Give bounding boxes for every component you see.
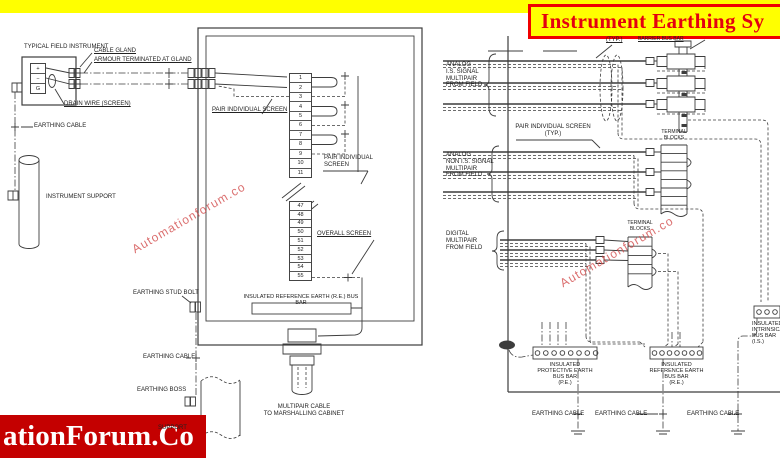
terminal-blocks-label: TERMINAL BLOCKS	[627, 220, 653, 232]
terminal-cell: 3	[290, 91, 311, 101]
earthing-boss-label: EARTHING BOSS	[137, 387, 187, 393]
earthing-cable-label: EARTHING CABLE	[687, 411, 740, 417]
multipair-cable-label: MULTIPAIR CABLE TO MARSHALLING CABINET	[263, 404, 345, 417]
terminal-cell: 52	[290, 244, 311, 254]
digital-label: DIGITAL MULTIPAIR FROM FIELD	[446, 231, 483, 251]
overall-screen-label: OVERALL SCREEN	[317, 231, 372, 237]
barrier-bus-bar-label: BARRIER BUS BAR	[638, 35, 684, 42]
instrument-terminal-strip: +−G	[30, 63, 46, 94]
terminal-blocks-label: TERMINAL BLOCKS	[661, 129, 687, 141]
terminal-cell: 51	[290, 236, 311, 245]
terminal-cell: 5	[290, 110, 311, 120]
terminal-cell: 7	[290, 129, 311, 139]
terminal-cell: 11	[290, 167, 311, 177]
pair-screen-right-label: PAIR INDIVIDUAL SCREEN	[324, 155, 373, 168]
earthing-cable-label: EARTHING CABLE	[595, 411, 648, 417]
support-label: SUPPORT	[158, 425, 187, 431]
terminal-cell: −	[31, 73, 45, 83]
earthing-cable-label: EARTHING CABLE	[532, 411, 585, 417]
terminal-cell: 6	[290, 120, 311, 129]
field-instrument-lines	[7, 52, 93, 249]
analog-is-label: ANALOG I.S. SIGNAL MULTIPAIR FROM FIELD	[446, 62, 483, 89]
terminal-cell: 55	[290, 271, 311, 280]
terminal-cell: 8	[290, 139, 311, 148]
pair-screen-typ-label: PAIR INDIVIDUAL SCREEN (TYP.)	[515, 124, 591, 137]
terminal-cell: 53	[290, 253, 311, 263]
terminal-cell: 47	[297, 202, 304, 209]
terminal-cell: G	[31, 83, 45, 93]
junction-box-lines	[181, 27, 423, 439]
pe-bus-bar-label: INSULATED PROTECTIVE EARTH BUS BAR (P.E.…	[537, 362, 593, 386]
terminal-cell: +	[36, 65, 40, 72]
terminal-cell: 9	[290, 148, 311, 158]
armour-terminated-label: ARMOUR TERMINATED AT GLAND	[94, 57, 192, 63]
page-title: Instrument Earthing Sy	[528, 4, 780, 39]
instrument-support-label: INSTRUMENT SUPPORT	[46, 194, 116, 200]
typ-label: (TYP.)	[606, 37, 623, 43]
re-bus-bar-label: INSULATED REFERENCE EARTH (R.E.) BUS BAR	[243, 294, 359, 306]
terminal-cell: 48	[290, 209, 311, 219]
analog-non-is-label: ANALOG NON I.S. SIGNAL MULTIPAIR FROM FI…	[446, 152, 494, 179]
terminal-cell: 50	[290, 227, 311, 236]
drain-wire-label: DRAIN WIRE (SCREEN)	[64, 101, 131, 107]
earthing-stud-bolt-label: EARTHING STUD BOLT	[133, 290, 199, 296]
re-bus-bar-label: INSULATED REFERENCE EARTH BUS BAR (R.E.)	[649, 362, 704, 386]
terminal-cell: 1	[298, 75, 303, 82]
cable-gland-label: CABLE GLAND	[94, 48, 137, 54]
earthing-cable-label: EARTHING CABLE	[143, 354, 196, 360]
terminal-cell: 4	[290, 101, 311, 110]
typical-field-instrument-label: TYPICAL FIELD INSTRUMENT	[24, 44, 109, 50]
terminal-cell: 54	[290, 262, 311, 271]
terminal-cell: 2	[290, 82, 311, 91]
pair-screen-left-label: PAIR INDIVIDUAL SCREEN	[212, 107, 288, 113]
is-bus-bar-label: INSULATED INTRINSICALLY SAFE BUS BAR (I.…	[752, 321, 780, 345]
marshalling-cabinet-lines	[443, 36, 780, 435]
terminal-cell: 10	[290, 158, 311, 167]
terminal-cell: 49	[290, 218, 311, 228]
field-cable-lines	[81, 68, 216, 89]
earthing-cable-label: EARTHING CABLE	[34, 123, 87, 129]
watermark-banner: ationForum.Co	[0, 415, 206, 458]
